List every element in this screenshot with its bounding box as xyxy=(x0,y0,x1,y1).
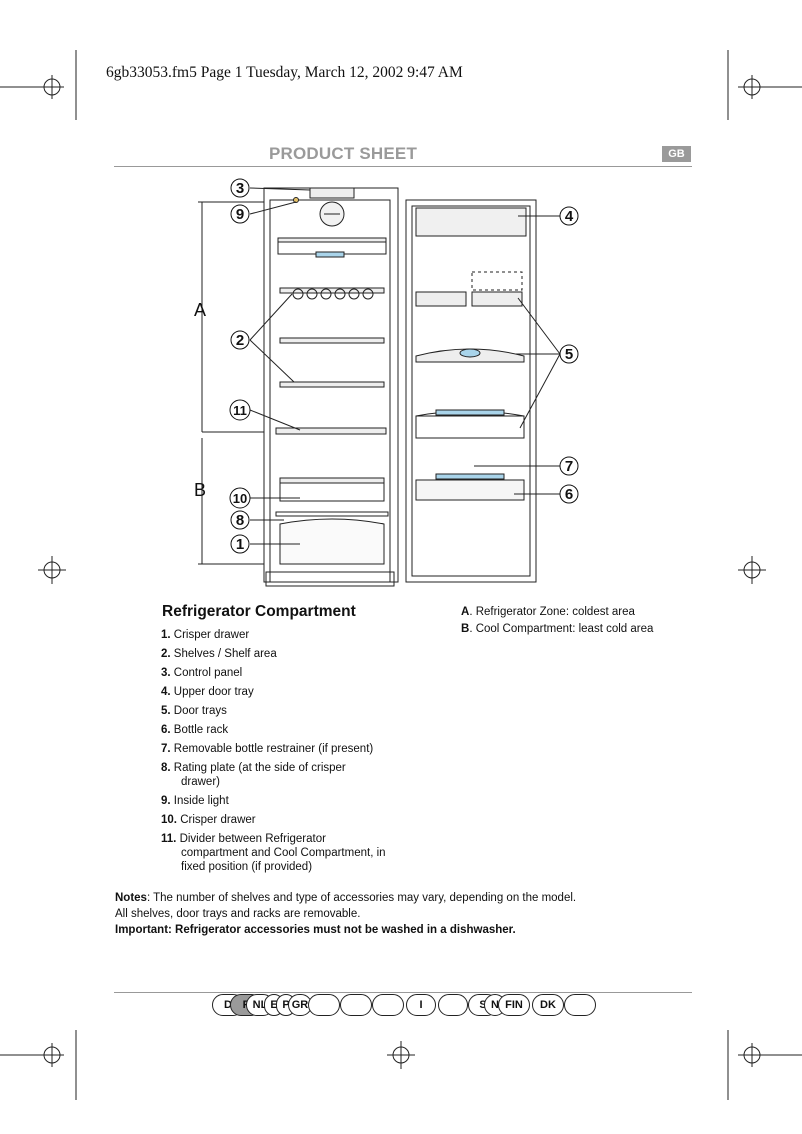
zone-a-desc: A. Refrigerator Zone: coldest area xyxy=(461,606,635,618)
legend-item: 3. Control panel xyxy=(161,667,243,679)
file-header: 6gb33053.fm5 Page 1 Tuesday, March 12, 2… xyxy=(106,64,463,81)
legend-item: 4. Upper door tray xyxy=(161,686,254,698)
callout-8: 8 xyxy=(230,510,250,530)
callout-9: 9 xyxy=(230,204,250,224)
svg-text:9: 9 xyxy=(236,206,244,223)
legend-list: 1. Crisper drawer 2. Shelves / Shelf are… xyxy=(161,628,401,879)
legend-item: 1. Crisper drawer xyxy=(161,629,250,641)
callout-6: 6 xyxy=(559,484,579,504)
callout-1: 1 xyxy=(230,534,250,554)
legend-item: 9. Inside light xyxy=(161,795,229,807)
zone-legend: A. Refrigerator Zone: coldest area B. Co… xyxy=(461,605,653,639)
lang-tab-fin[interactable]: FIN xyxy=(498,994,530,1016)
bottom-divider xyxy=(114,992,692,993)
zone-b-desc: B. Cool Compartment: least cold area xyxy=(461,623,654,635)
refrigerator-diagram: 3 9 2 11 10 8 1 4 5 7 6 A B xyxy=(194,178,579,587)
callout-2: 2 xyxy=(230,330,250,350)
callout-5: 5 xyxy=(559,344,579,364)
lang-tab-i[interactable]: I xyxy=(406,994,436,1016)
divider-shelf xyxy=(275,427,387,435)
zone-a-label: A xyxy=(194,300,206,320)
door-outline xyxy=(405,199,537,583)
svg-text:8: 8 xyxy=(236,512,244,529)
svg-text:2: 2 xyxy=(236,332,244,349)
lang-tab-dk[interactable]: DK xyxy=(532,994,564,1016)
svg-text:10: 10 xyxy=(233,491,247,506)
svg-text:6: 6 xyxy=(565,486,573,503)
legend-item: 7. Removable bottle restrainer (if prese… xyxy=(161,743,374,755)
title-divider xyxy=(114,166,692,167)
lang-tab-empty[interactable] xyxy=(564,994,596,1016)
zone-b-label: B xyxy=(194,480,206,500)
callout-3: 3 xyxy=(230,178,250,198)
language-badge: GB xyxy=(662,146,691,162)
svg-text:1: 1 xyxy=(236,536,244,553)
lang-tab-empty[interactable] xyxy=(308,994,340,1016)
legend-item: 6. Bottle rack xyxy=(161,724,229,736)
lang-tab-empty[interactable] xyxy=(372,994,404,1016)
lang-tab-empty[interactable] xyxy=(438,994,468,1016)
svg-text:11: 11 xyxy=(233,403,247,418)
legend-item: 5. Door trays xyxy=(161,705,227,717)
page-title: PRODUCT SHEET xyxy=(268,144,418,163)
egg-tray xyxy=(292,288,374,300)
svg-text:5: 5 xyxy=(565,346,573,363)
legend-item: 10. Crisper drawer xyxy=(161,814,256,826)
legend-item: 2. Shelves / Shelf area xyxy=(161,648,277,660)
callout-10: 10 xyxy=(229,487,251,509)
svg-text:4: 4 xyxy=(565,208,574,225)
section-title: Refrigerator Compartment xyxy=(162,603,356,620)
callout-4: 4 xyxy=(559,206,579,226)
svg-text:7: 7 xyxy=(565,458,573,475)
crisper-drawer xyxy=(279,518,385,565)
notes-block: Notes: The number of shelves and type of… xyxy=(115,892,577,936)
callout-7: 7 xyxy=(559,456,579,476)
lang-tab-empty[interactable] xyxy=(340,994,372,1016)
svg-text:3: 3 xyxy=(236,180,244,197)
callout-11: 11 xyxy=(229,399,251,421)
